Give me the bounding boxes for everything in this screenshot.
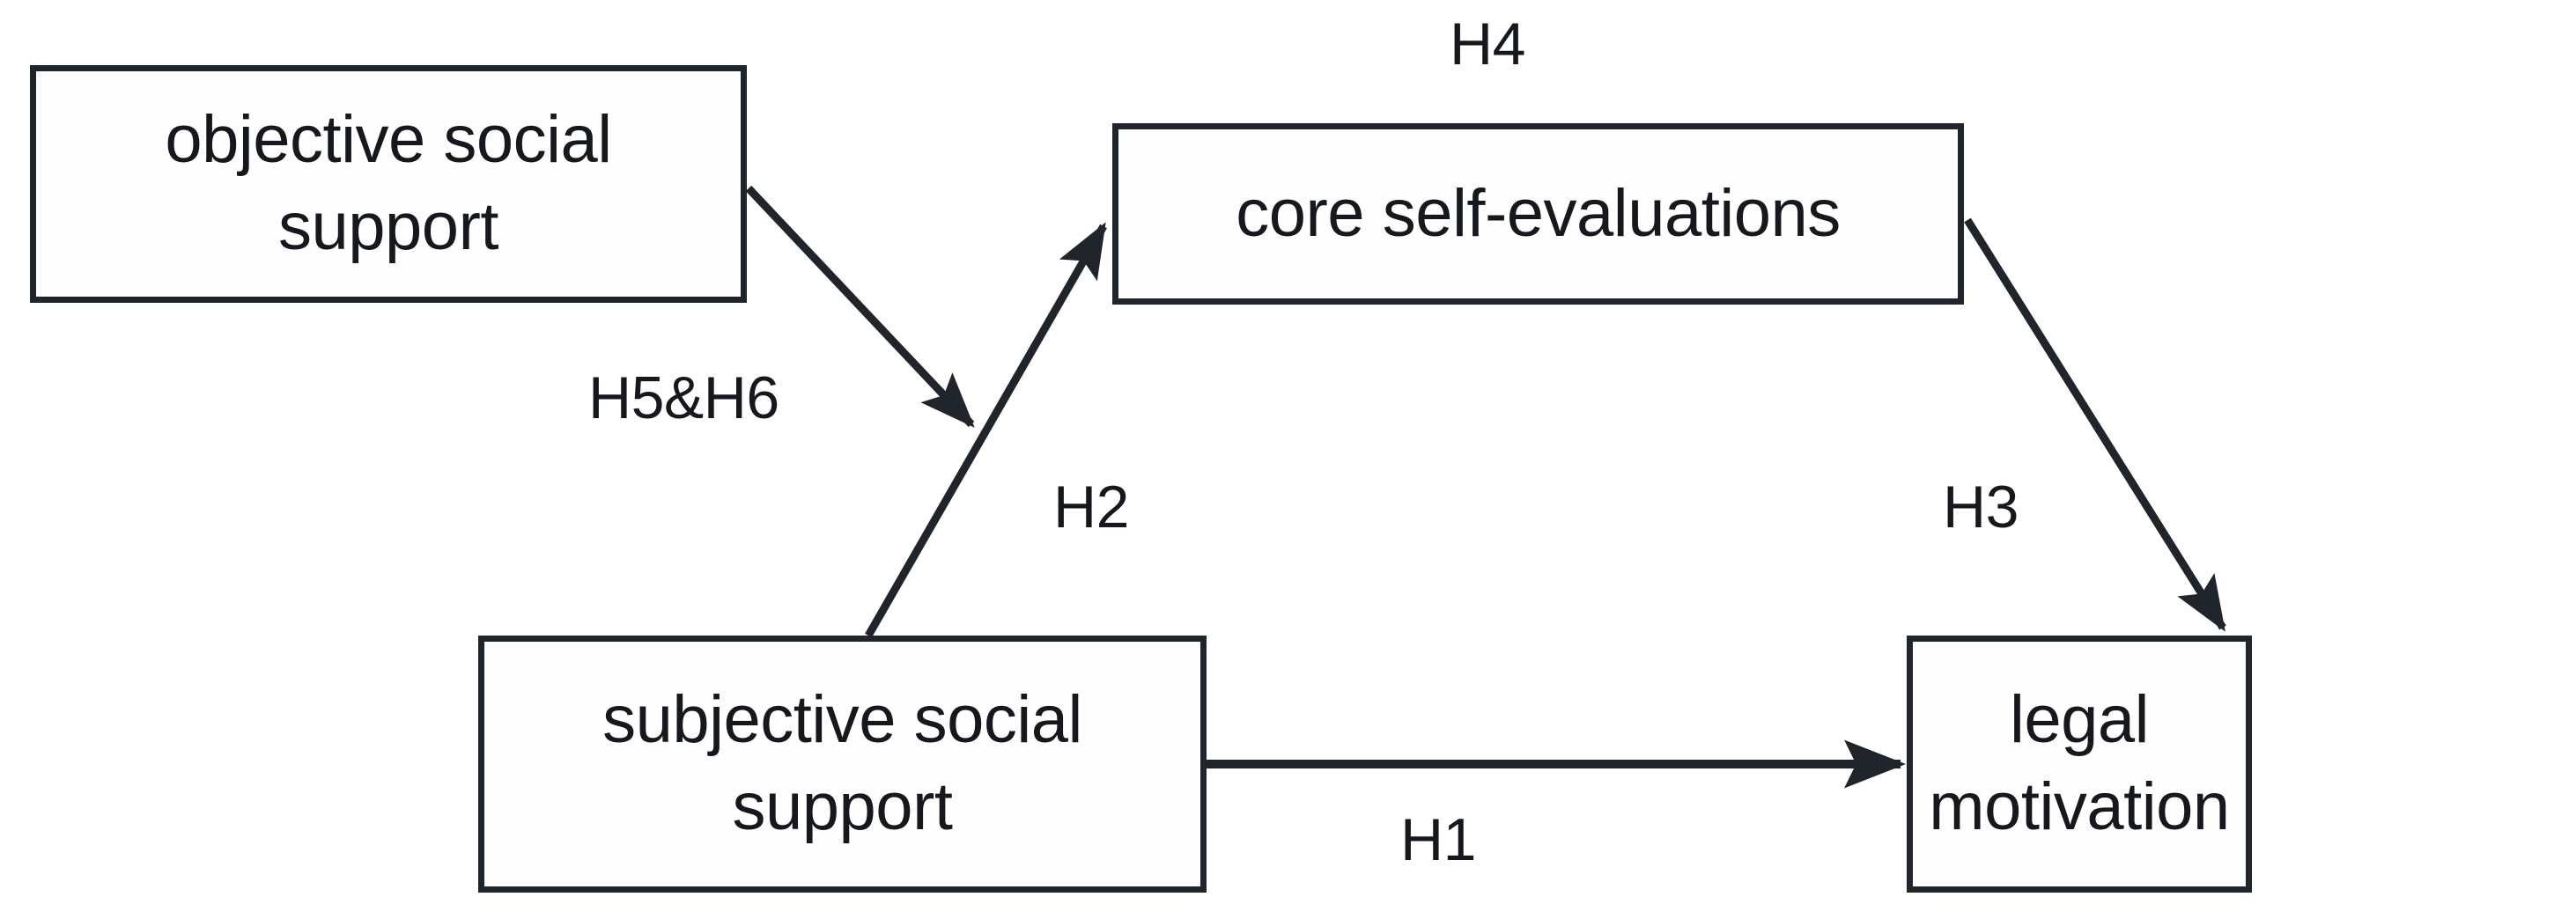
node-legal-motivation[interactable]: legal motivation <box>1907 636 2252 893</box>
node-objective-social-support-label: objective social support <box>165 102 612 264</box>
node-core-self-evaluations[interactable]: core self-evaluations <box>1112 123 1964 305</box>
edge-label-h3: H3 <box>1943 474 2019 540</box>
node-core-self-evaluations-label: core self-evaluations <box>1236 175 1841 251</box>
node-legal-motivation-label: legal motivation <box>1929 682 2230 844</box>
edge-label-h1: H1 <box>1400 806 1476 873</box>
node-subjective-social-support-label: subjective social support <box>602 682 1082 844</box>
edge-label-h2: H2 <box>1053 474 1129 540</box>
edge-label-h5h6: H5&H6 <box>588 364 779 431</box>
edge-label-h4: H4 <box>1450 11 1525 77</box>
node-subjective-social-support[interactable]: subjective social support <box>478 636 1207 893</box>
node-objective-social-support[interactable]: objective social support <box>30 65 747 303</box>
edge-h2-arrow <box>865 222 1107 638</box>
edge-h3-arrow <box>1964 217 2226 632</box>
edge-h5h6-arrow <box>745 185 975 428</box>
